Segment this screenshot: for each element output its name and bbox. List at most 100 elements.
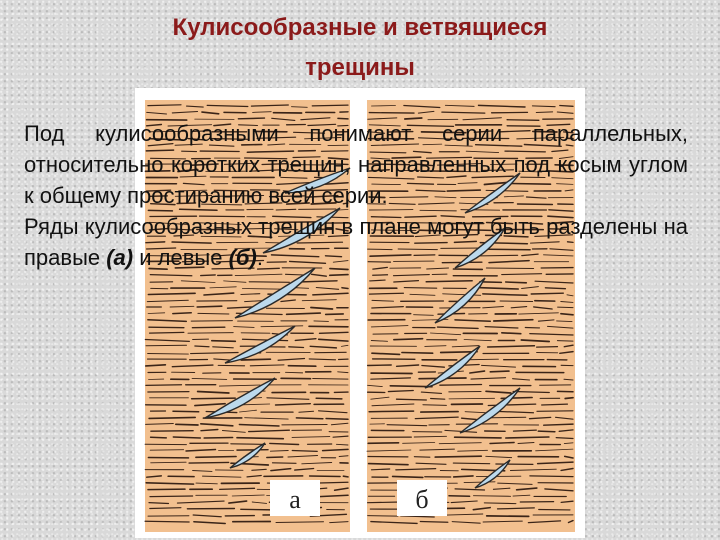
bedding-line xyxy=(145,123,163,127)
bedding-line xyxy=(523,143,562,148)
bedding-line xyxy=(395,398,427,401)
fracture-figure: а б xyxy=(135,88,585,538)
bedding-line xyxy=(271,462,297,464)
bedding-line xyxy=(541,403,569,406)
bedding-line xyxy=(486,345,536,348)
bedding-line xyxy=(454,488,486,491)
bedding-line xyxy=(421,364,446,368)
bedding-line xyxy=(402,442,436,444)
bedding-line xyxy=(200,235,242,238)
bedding-line xyxy=(471,175,514,179)
bedding-line xyxy=(393,337,424,341)
bedding-line xyxy=(413,435,447,438)
bedding-line xyxy=(149,495,194,498)
crack-shape xyxy=(284,167,351,194)
bedding-line xyxy=(149,137,184,141)
bedding-line xyxy=(413,456,431,458)
bedding-line xyxy=(370,340,388,342)
bedding-line xyxy=(418,202,455,205)
bedding-line xyxy=(370,396,390,400)
bedding-line xyxy=(327,234,349,238)
bedding-line xyxy=(333,487,349,491)
bedding-line xyxy=(429,332,462,336)
bedding-line xyxy=(178,189,208,192)
bedding-line xyxy=(556,183,574,185)
bedding-line xyxy=(342,202,349,205)
bedding-line xyxy=(442,233,479,237)
bedding-line xyxy=(145,384,183,387)
bedding-line xyxy=(472,506,491,511)
bedding-line xyxy=(223,280,247,283)
bedding-line xyxy=(187,137,206,141)
bedding-line xyxy=(149,449,185,451)
bedding-line xyxy=(560,312,574,316)
bedding-line xyxy=(335,443,349,446)
bedding-line xyxy=(201,203,243,206)
bedding-line xyxy=(213,189,249,192)
bedding-line xyxy=(198,215,246,218)
bedding-line xyxy=(280,176,308,179)
bedding-line xyxy=(325,417,349,421)
crack-shape xyxy=(234,267,316,319)
bedding-line xyxy=(267,143,286,146)
bedding-line xyxy=(292,156,321,159)
bedding-line xyxy=(195,455,237,459)
bedding-line xyxy=(320,150,349,152)
bedding-line xyxy=(412,150,432,154)
bedding-line xyxy=(397,248,438,251)
bedding-line xyxy=(190,351,239,355)
bedding-line xyxy=(338,455,349,457)
bedding-line xyxy=(501,273,543,276)
bedding-line xyxy=(191,377,228,380)
bedding-line xyxy=(500,332,522,335)
bedding-line xyxy=(436,163,482,166)
paragraph2-mid: и левые xyxy=(133,245,229,270)
bedding-line xyxy=(472,286,520,290)
bedding-line xyxy=(419,448,455,451)
echelon-cracks-right xyxy=(204,167,351,469)
bedding-line xyxy=(236,436,285,440)
bedding-line xyxy=(535,111,554,114)
bedding-line xyxy=(420,170,465,173)
bedding-line xyxy=(537,430,556,433)
bedding-line xyxy=(406,124,455,128)
bedding-line xyxy=(335,228,349,232)
bedding-line xyxy=(436,326,479,330)
bedding-line xyxy=(395,364,420,367)
bedding-line xyxy=(367,221,393,224)
bedding-line xyxy=(301,299,337,302)
bedding-line xyxy=(510,306,528,309)
bedding-line xyxy=(563,344,574,348)
bedding-line xyxy=(469,370,486,374)
bedding-line xyxy=(546,123,571,126)
bedding-line xyxy=(289,164,325,166)
bedding-line xyxy=(512,390,550,394)
bedding-line xyxy=(371,352,401,356)
slide-body: Под кулисообразными понимают серии парал… xyxy=(24,118,688,273)
bedding-line xyxy=(196,305,223,308)
bedding-line xyxy=(291,436,331,438)
bedding-line xyxy=(274,221,318,224)
bedding-line xyxy=(463,339,492,342)
bedding-line xyxy=(266,456,284,459)
bedding-line xyxy=(341,286,349,290)
bedding-line xyxy=(389,384,433,388)
bedding-line xyxy=(386,424,428,427)
label-right: (а) xyxy=(106,245,134,270)
bedding-line xyxy=(269,450,289,452)
bedding-line xyxy=(241,338,289,342)
bedding-line xyxy=(414,416,459,420)
bedding-line xyxy=(269,442,300,446)
bedding-line xyxy=(209,286,237,289)
bedding-line xyxy=(512,494,531,497)
bedding-line xyxy=(492,487,511,490)
bedding-line xyxy=(414,234,441,238)
bedding-line xyxy=(251,468,267,471)
bedding-line xyxy=(315,286,340,290)
bedding-line xyxy=(496,507,535,510)
bedding-line xyxy=(144,363,167,367)
bedding-line xyxy=(145,423,174,425)
bedding-line xyxy=(448,495,471,498)
bedding-line xyxy=(148,326,185,329)
bedding-line xyxy=(251,501,268,504)
